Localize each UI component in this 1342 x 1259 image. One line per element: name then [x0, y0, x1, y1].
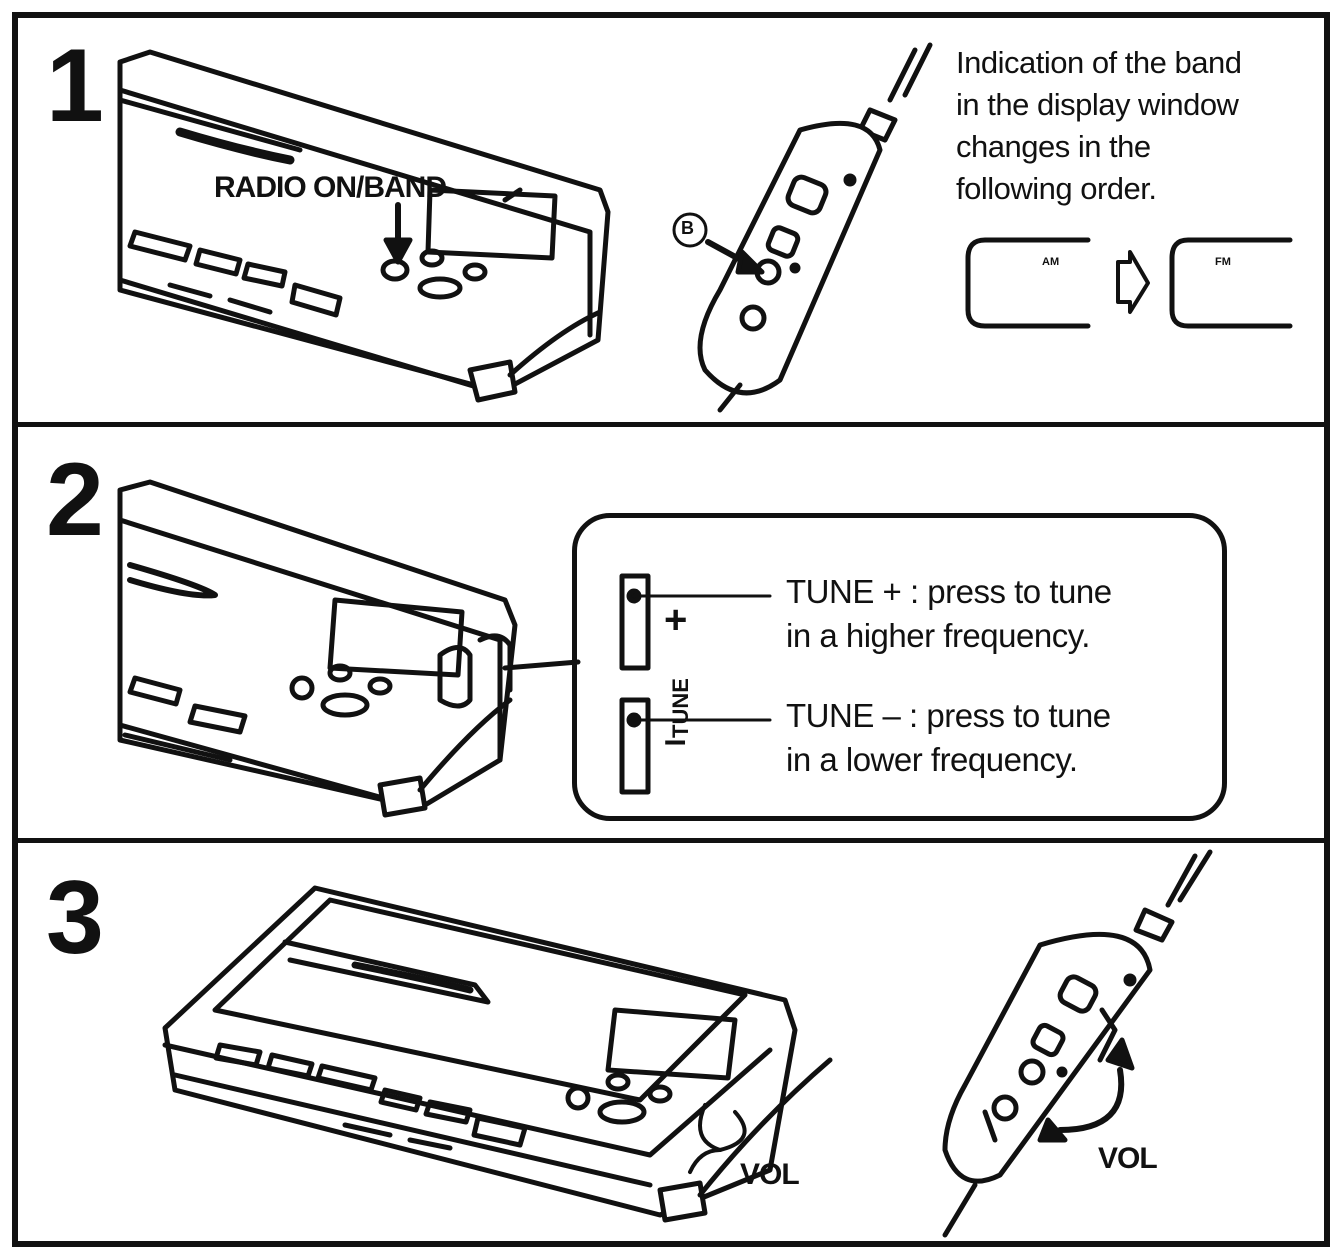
tune-minus-line: in a lower frequency.	[786, 741, 1078, 778]
step-divider	[12, 422, 1330, 427]
radio-on-band-label: RADIO ON/BAND	[214, 171, 447, 204]
remote-b-marker: B	[681, 218, 694, 238]
note-line: Indication of the band	[956, 45, 1242, 80]
note-line: in the display window	[956, 87, 1239, 122]
band-am-indicator: AM	[1042, 256, 1060, 268]
tune-plus-description: TUNE + : press to tune in a higher frequ…	[786, 570, 1112, 658]
step-number: 1	[46, 28, 104, 144]
player-vol-label: VOL	[740, 1158, 800, 1191]
tune-minus-description: TUNE – : press to tune in a lower freque…	[786, 694, 1111, 782]
tune-callout-box	[572, 513, 1227, 821]
band-fm-indicator: FM	[1215, 256, 1231, 268]
tune-minus-sign: –	[664, 718, 687, 762]
note-line: following order.	[956, 171, 1157, 206]
step-number: 3	[46, 860, 104, 976]
tune-plus-line: TUNE + : press to tune	[786, 573, 1112, 610]
step-number: 2	[46, 442, 104, 558]
note-line: changes in the	[956, 129, 1151, 164]
step-divider	[12, 838, 1330, 843]
tune-plus-sign: +	[664, 598, 688, 642]
tune-minus-line: TUNE – : press to tune	[786, 697, 1111, 734]
player-illustration	[117, 42, 1293, 413]
remote-vol-label: VOL	[1098, 1142, 1158, 1175]
tune-plus-line: in a higher frequency.	[786, 617, 1090, 654]
player-side-illustration	[117, 479, 772, 818]
diagram-frame	[12, 12, 1330, 1247]
band-indication-note: Indication of the band in the display wi…	[956, 42, 1242, 210]
